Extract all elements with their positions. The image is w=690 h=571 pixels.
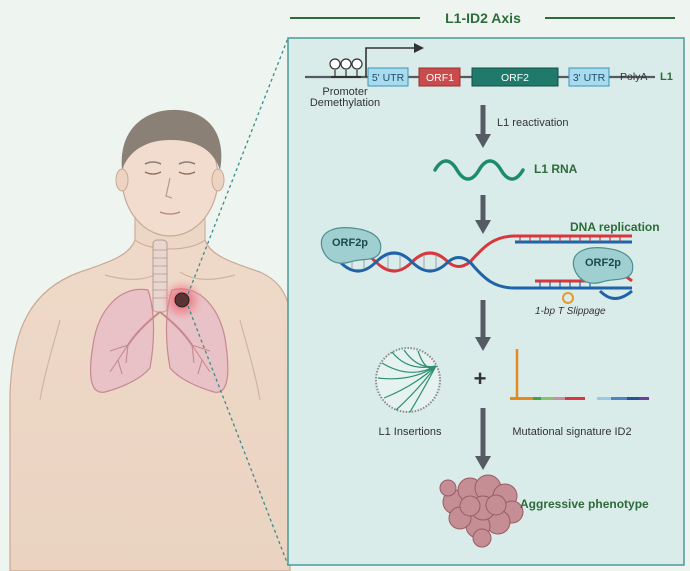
orf2-box — [471, 67, 559, 87]
orf2p-left-label: ORF2p — [332, 237, 368, 249]
rna-label: L1 RNA — [534, 162, 578, 176]
slippage-loop — [562, 292, 574, 304]
l1-rna-wave — [433, 159, 525, 181]
phenotype-label: Aggressive phenotype — [520, 497, 649, 511]
utr3-label: 3' UTR — [573, 72, 606, 84]
orf1-label: ORF1 — [426, 72, 454, 84]
signature-plot — [510, 349, 649, 400]
utr3-box — [568, 67, 610, 87]
orf2p-left — [320, 227, 382, 264]
orf2-label: ORF2 — [501, 72, 529, 84]
lungs — [89, 239, 229, 393]
insertions-circos — [375, 347, 441, 413]
tumor — [174, 292, 190, 308]
promoter-label: Promoter — [322, 86, 368, 98]
polya-label: PolyA — [620, 71, 647, 83]
signature-label: Mutational signature ID2 — [512, 426, 631, 438]
methylation-lollipops — [329, 58, 363, 78]
zoom-lines — [187, 37, 289, 566]
flow-arrows — [475, 105, 491, 470]
plus-sign: + — [474, 366, 487, 391]
insertions-label: L1 Insertions — [379, 426, 442, 438]
dna-replication-fork — [338, 234, 633, 304]
orf2p-right-label: ORF2p — [585, 257, 621, 269]
utr5-label: 5' UTR — [372, 72, 405, 84]
orf1-box — [418, 67, 461, 87]
orf2p-right — [572, 247, 634, 284]
tumor-cluster — [439, 474, 524, 548]
slippage-label: 1-bp T Slippage — [535, 306, 606, 317]
page-title: L1-ID2 Axis — [445, 10, 521, 26]
demethylation-label: Demethylation — [310, 97, 380, 109]
human-figure — [9, 109, 293, 571]
l1-gene-structure: Promoter Demethylation 5' UTR ORF1 ORF2 … — [305, 43, 673, 109]
utr5-box — [367, 67, 409, 87]
dna-replication-label: DNA replication — [570, 220, 660, 234]
promoter-arrow — [365, 47, 414, 77]
gene-name: L1 — [660, 71, 673, 83]
reactivation-label: L1 reactivation — [497, 117, 569, 129]
